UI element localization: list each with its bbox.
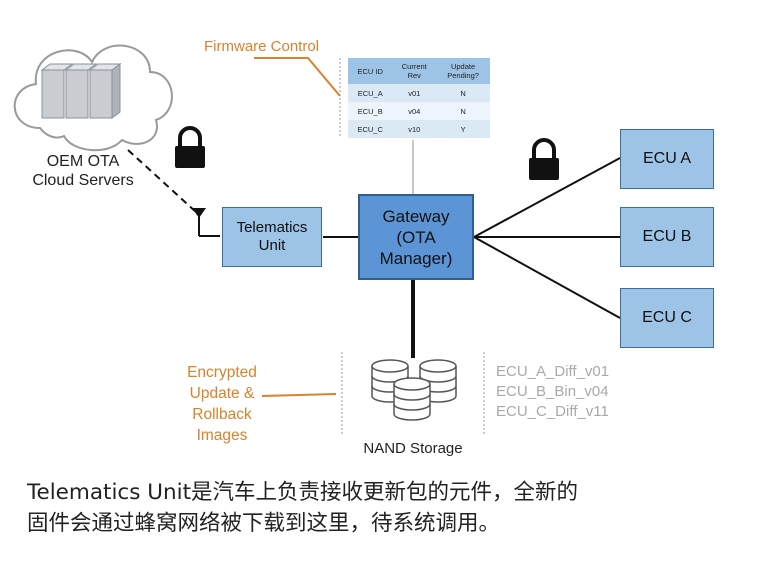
lock-icon [175, 126, 205, 168]
storage-file-list: ECU_A_Diff_v01 ECU_B_Bin_v04 ECU_C_Diff_… [496, 362, 609, 422]
caption-text: Telematics Unit是汽车上负责接收更新包的元件，全新的 固件会通过蜂… [27, 480, 579, 536]
encrypted-pointer [261, 393, 337, 397]
oem-servers-label: OEM OTA Cloud Servers [32, 153, 134, 189]
antenna-icon [192, 208, 220, 237]
encrypted-images-label: Encrypted Update & Rollback Images [187, 364, 257, 444]
gateway-ecu-a-link [473, 157, 621, 238]
gateway-ecu-c-link [473, 236, 621, 319]
database-icon [371, 359, 457, 421]
cloud-link-dashed [127, 149, 197, 213]
list-item: ECU_C_Diff_v11 [496, 403, 609, 420]
firmware-control-label: Firmware Control [204, 38, 320, 55]
ota-diagram [13, 44, 621, 436]
ecu-b-box: ECU B [620, 207, 714, 267]
table-header: ECU ID [348, 58, 393, 84]
list-item: ECU_B_Bin_v04 [496, 383, 609, 400]
nand-storage-label: NAND Storage [363, 440, 463, 457]
ecu-a-box: ECU A [620, 129, 714, 189]
ecu-c-box: ECU C [620, 288, 714, 348]
list-item: ECU_A_Diff_v01 [496, 363, 610, 380]
firmware-bracket [254, 57, 341, 97]
lock-icon [529, 138, 559, 180]
server-icon [40, 63, 122, 119]
